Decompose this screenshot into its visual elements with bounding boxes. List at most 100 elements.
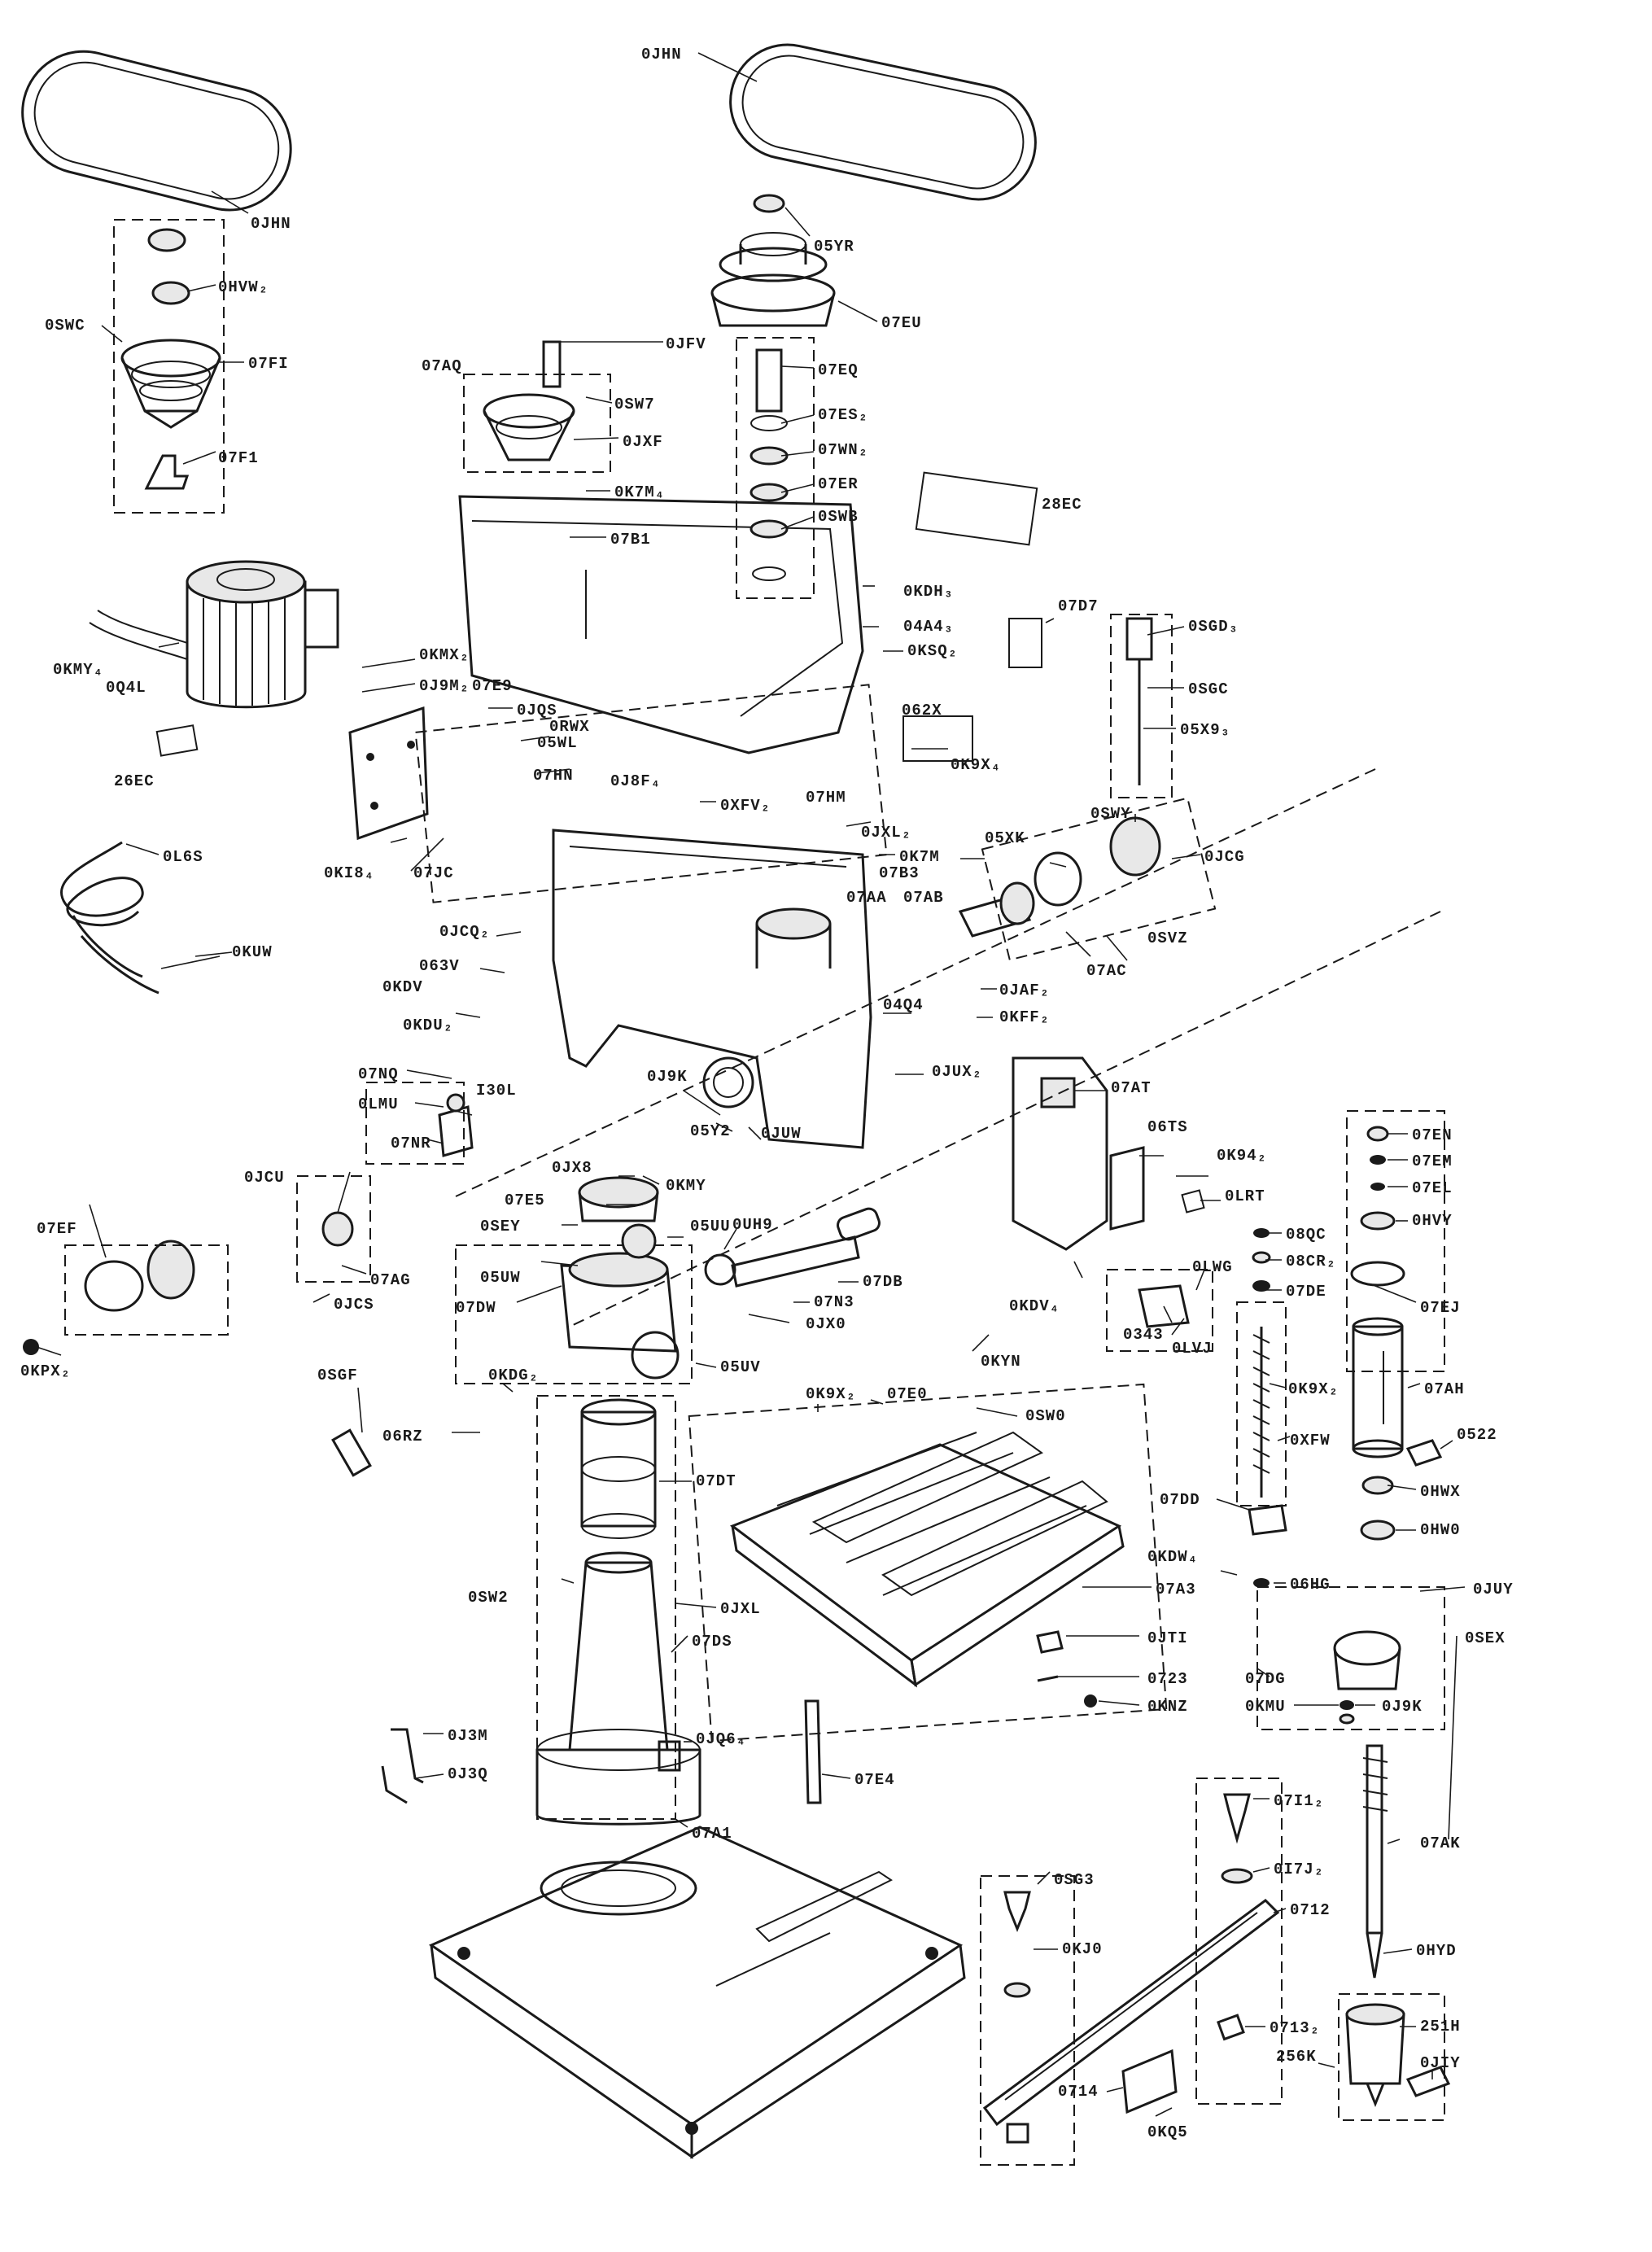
part-label: 0KMU	[1245, 1698, 1286, 1716]
part-label: 07D7	[1058, 597, 1099, 615]
part-label: 07AK	[1420, 1834, 1461, 1852]
fence-rail-slot	[1004, 1912, 1258, 2101]
part-label: 0KFF₂	[999, 1008, 1050, 1026]
part-label: 07E5	[505, 1192, 545, 1209]
group-chuck	[1338, 1993, 1445, 2121]
part-label: 07EQ	[818, 361, 859, 379]
part-label: 0KMY₄	[53, 661, 103, 679]
spindle-sleeve	[755, 348, 783, 413]
part-label: 0KDH₃	[903, 583, 954, 601]
part-label: 06HG	[1290, 1576, 1331, 1594]
part-label: 07NQ	[358, 1065, 399, 1083]
table-bolt	[1036, 1630, 1064, 1654]
part-label: 063V	[419, 957, 460, 975]
leader-lines	[36, 52, 1466, 2117]
part-label: 0KPX₂	[20, 1362, 71, 1380]
bearing	[151, 281, 190, 305]
bearing	[1361, 1476, 1394, 1495]
motor-bracket	[348, 706, 429, 841]
part-label: 0JQ6₄	[696, 1730, 746, 1748]
belt-left	[21, 50, 292, 212]
part-label: 26EC	[114, 772, 155, 790]
part-label: 0KJ0	[1062, 1940, 1103, 1958]
part-label: 0SEY	[480, 1218, 521, 1235]
part-label: 0UH9	[732, 1216, 773, 1234]
part-label: 07EL	[1412, 1179, 1453, 1197]
part-label: 0JX0	[806, 1315, 846, 1333]
part-label: 07E0	[887, 1385, 928, 1403]
nut	[1084, 1694, 1097, 1708]
part-label: 08QC	[1286, 1226, 1326, 1244]
part-label: 0JCG	[1204, 848, 1245, 866]
label-28ec	[915, 471, 1038, 546]
column-bolt	[658, 1740, 681, 1772]
part-label: 0SEX	[1465, 1629, 1506, 1647]
part-label: 07ES₂	[818, 406, 868, 424]
part-label: 0KDG₂	[488, 1367, 539, 1384]
part-label: 07DE	[1286, 1283, 1326, 1301]
part-label: 07EN	[1412, 1126, 1453, 1144]
group-head-shafts	[414, 684, 888, 903]
part-label: 07I1₂	[1274, 1792, 1324, 1810]
worm-gear-housing	[84, 1260, 144, 1312]
part-label: 0SWB	[818, 508, 859, 526]
set-screw	[1037, 1675, 1059, 1682]
part-label: 05Y2	[690, 1122, 731, 1140]
part-label: 0LRT	[1225, 1187, 1265, 1205]
part-label: 0713₂	[1270, 2019, 1320, 2037]
part-labels: 0JHN 0JHN 05YR 07EU 0HVW₂ 0SWC 07FI 07F1…	[20, 46, 1513, 2141]
spindle-pulley	[710, 194, 836, 327]
part-label: 07F1	[218, 449, 259, 467]
part-label: 0SVZ	[1147, 929, 1188, 947]
part-label: 256K	[1276, 2048, 1317, 2066]
part-label: 07AA	[846, 889, 887, 907]
quill-tube	[1352, 1317, 1404, 1458]
part-label: 0K94₂	[1217, 1147, 1267, 1165]
group-spring	[1236, 1301, 1287, 1506]
group-0swb	[736, 337, 815, 599]
part-label: 06TS	[1147, 1118, 1188, 1136]
part-label: 07B1	[610, 531, 651, 549]
motor-wires	[89, 610, 188, 660]
o-ring	[1350, 1261, 1405, 1287]
bolt	[366, 753, 374, 761]
collar-body	[578, 1192, 659, 1222]
bearing	[321, 1211, 354, 1247]
part-label: 05UW	[480, 1269, 521, 1287]
part-label: 0KDW₄	[1147, 1548, 1198, 1566]
pinion-gear	[999, 881, 1035, 925]
part-label: 0JIY	[1420, 2054, 1461, 2072]
motor	[186, 560, 339, 709]
part-label: 07DD	[1160, 1491, 1200, 1509]
part-label: 0HW0	[1420, 1521, 1461, 1539]
part-label: 0KQ5	[1147, 2123, 1188, 2141]
part-label: 0JXF	[623, 433, 663, 451]
group-0sg3	[980, 1875, 1075, 2166]
part-label: 0J9K	[647, 1068, 688, 1086]
terminal-bracket	[1138, 1284, 1190, 1328]
washer	[1339, 1713, 1355, 1725]
part-label: 0J3M	[448, 1727, 488, 1745]
group-0sw7	[463, 374, 611, 473]
part-label: 07EJ	[1420, 1299, 1461, 1317]
part-label: 0343	[1123, 1326, 1164, 1344]
table-bracket	[560, 1223, 680, 1380]
chuck	[1345, 2003, 1405, 2108]
chuck-key	[1405, 2066, 1451, 2097]
worm-gear	[146, 1240, 195, 1300]
part-label: 0JHN	[641, 46, 682, 63]
part-label: 0LMU	[358, 1095, 399, 1113]
part-label: 0JCU	[244, 1169, 285, 1187]
part-label: 07AT	[1111, 1079, 1152, 1097]
washer	[1340, 1700, 1354, 1710]
part-label: 0K7M₄	[614, 483, 665, 501]
base	[428, 1826, 966, 2159]
part-label: 0JFV	[666, 335, 706, 353]
group-07dg	[1256, 1586, 1445, 1730]
part-label: 07E4	[854, 1771, 895, 1789]
belt-guard	[458, 495, 864, 754]
part-label: 0SGF	[317, 1367, 358, 1384]
part-label: 0SW2	[468, 1589, 509, 1607]
fence-rail	[982, 1899, 1280, 2127]
part-label: 07AB	[903, 889, 944, 907]
